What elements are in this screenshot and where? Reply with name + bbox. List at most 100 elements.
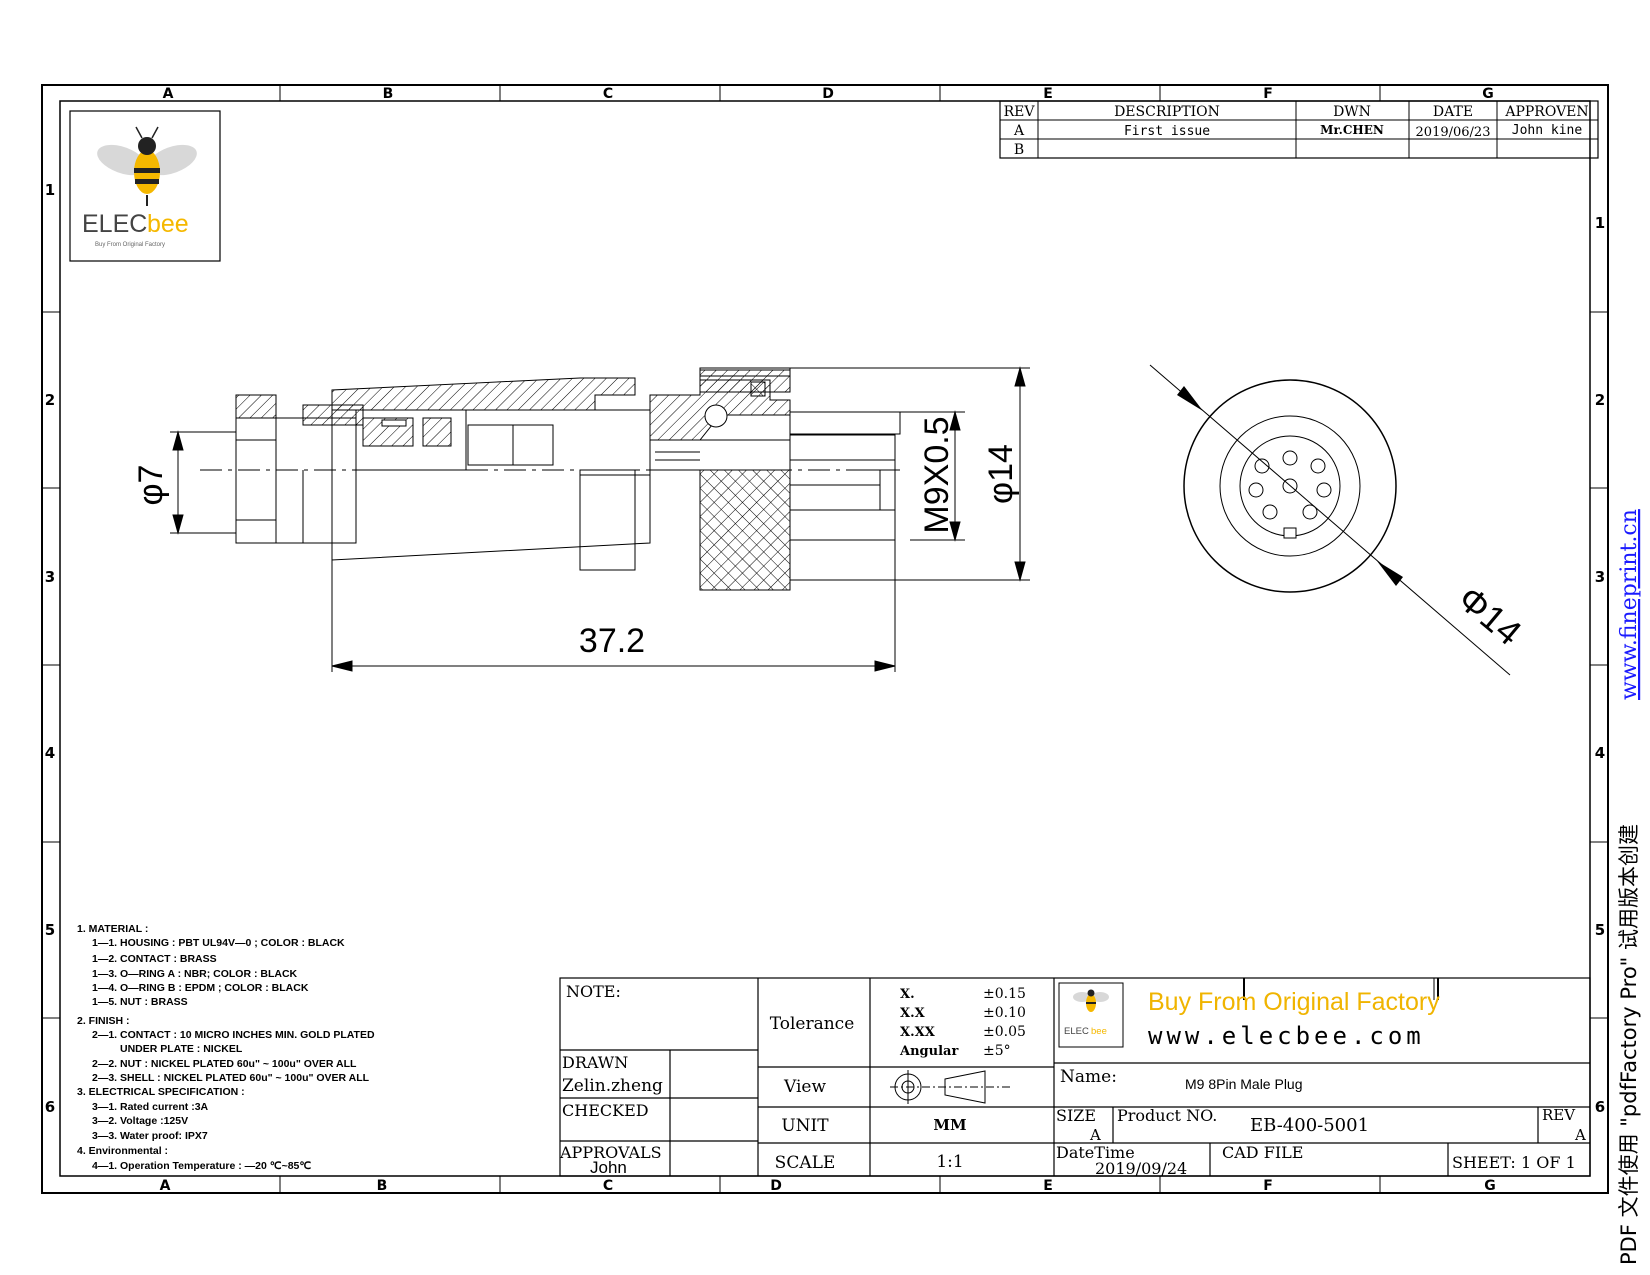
col-label: A <box>163 86 174 102</box>
tolerance-key: X.X <box>900 1006 926 1021</box>
projection-symbol-icon <box>890 1070 1010 1104</box>
note-line: 4. Environmental : <box>77 1145 168 1157</box>
tolerance-value: ±0.10 <box>983 1005 1026 1021</box>
size-label: SIZE <box>1056 1106 1096 1125</box>
note-line: 1. MATERIAL : <box>77 923 148 935</box>
note-line: 1—5. NUT : BRASS <box>92 996 188 1008</box>
row-dividers <box>42 311 1608 1019</box>
dim-diameter-14-label: φ14 <box>982 444 1020 504</box>
col-label: C <box>603 86 613 102</box>
rev-header: DWN <box>1333 104 1371 120</box>
col-label: B <box>383 86 394 102</box>
col-label: E <box>1043 1178 1053 1194</box>
contact-pins <box>1248 450 1332 520</box>
name-label: Name: <box>1060 1067 1117 1087</box>
scale-value: 1:1 <box>936 1152 963 1172</box>
rev-cell: First issue <box>1124 124 1210 139</box>
rev-cell: A <box>1013 123 1025 139</box>
col-label: G <box>1482 86 1494 102</box>
row-label: 2 <box>45 391 55 409</box>
dim-thread-label: M9X0.5 <box>918 416 956 533</box>
title-block <box>559 977 1591 1177</box>
bee-icon <box>1073 989 1109 1012</box>
row-labels-right: 1 2 3 4 5 6 <box>1595 214 1605 1116</box>
note-line: 3—2. Voltage :125V <box>92 1115 188 1127</box>
note-line: 2—3. SHELL : NICKEL PLATED 60u" ~ 100u" … <box>92 1072 370 1084</box>
column-labels-top: A B C D E F G <box>163 86 1494 102</box>
rev-cell: B <box>1014 142 1024 158</box>
approvals-label: APPROVALS <box>559 1143 662 1162</box>
row-label: 5 <box>1595 921 1605 939</box>
dim-length-label: 37.2 <box>579 622 645 660</box>
company-logo: ELEC bee Buy From Original Factory <box>69 110 221 262</box>
col-label: E <box>1043 86 1053 102</box>
note-line: 3—3. Water proof: IPX7 <box>92 1130 208 1142</box>
tolerance-key: X. <box>900 987 915 1002</box>
row-label: 6 <box>1595 1098 1605 1116</box>
logo-brand-prefix: ELEC <box>82 210 147 238</box>
unit-value: MM <box>933 1116 966 1134</box>
dimension-labels: φ7 M9X0.5 φ14 37.2 <box>132 416 1020 660</box>
note-line: 1—1. HOUSING : PBT UL94V—0 ; COLOR : BLA… <box>92 937 345 949</box>
note-line: 2—2. NUT : NICKEL PLATED 60u" ~ 100u" OV… <box>92 1058 357 1070</box>
col-label: D <box>770 1178 782 1194</box>
datetime-label: DateTime <box>1056 1143 1135 1162</box>
col-label: D <box>822 86 834 102</box>
drawn-value: Zelin.zheng <box>562 1076 663 1096</box>
tolerance-value: ±5° <box>983 1043 1011 1059</box>
rev-header: DATE <box>1433 104 1473 120</box>
spec-notes: 1. MATERIAL : 1—1. HOUSING : PBT UL94V—0… <box>77 923 375 1172</box>
sheet-label: SHEET: <box>1452 1153 1516 1172</box>
col-label: G <box>1484 1178 1496 1194</box>
row-label: 1 <box>45 181 55 199</box>
note-label: NOTE: <box>566 982 621 1001</box>
logo-tagline: Buy From Original Factory <box>95 242 165 248</box>
dim-face-diameter-label: Φ14 <box>1451 578 1530 654</box>
tolerance-value: ±0.15 <box>983 986 1026 1002</box>
note-line: 1—4. O—RING B : EPDM ; COLOR : BLACK <box>92 982 309 994</box>
checked-label: CHECKED <box>562 1101 649 1120</box>
row-label: 4 <box>1595 744 1605 762</box>
revision-table: REV DESCRIPTION DWN DATE APPROVEN A Firs… <box>999 100 1599 159</box>
row-label: 6 <box>45 1098 55 1116</box>
rev-cell: Mr.CHEN <box>1320 123 1384 137</box>
product-no-label: Product NO. <box>1117 1106 1217 1125</box>
row-labels-left: 1 2 3 4 5 6 <box>45 181 55 1116</box>
datetime-value: 2019/09/24 <box>1095 1159 1187 1178</box>
cad-file-label: CAD FILE <box>1222 1143 1303 1162</box>
row-label: 3 <box>1595 568 1605 586</box>
col-label: F <box>1263 1178 1273 1194</box>
rev-cell: John kine <box>1512 123 1583 138</box>
note-line: 1—3. O—RING A : NBR; COLOR : BLACK <box>92 968 298 980</box>
note-line: 3. ELECTRICAL SPECIFICATION : <box>77 1086 245 1098</box>
approvals-value: John <box>590 1158 627 1177</box>
row-label: 4 <box>45 744 55 762</box>
logo-brand-suffix: bee <box>147 210 189 238</box>
col-label: B <box>377 1178 388 1194</box>
website: www.elecbee.com <box>1148 1022 1425 1050</box>
tolerance-label: Tolerance <box>770 1014 855 1034</box>
watermark-text: PDF 文件使用 "pdfFactory Pro" 试用版本创建 <box>1617 824 1641 1265</box>
row-label: 2 <box>1595 391 1605 409</box>
row-label: 1 <box>1595 214 1605 232</box>
col-label: C <box>603 1178 613 1194</box>
pdf-watermark: www.fineprint.cn PDF 文件使用 "pdfFactory Pr… <box>1617 509 1642 1265</box>
rev-cell: 2019/06/23 <box>1416 125 1491 140</box>
tolerance-value: ±0.05 <box>983 1024 1026 1040</box>
drawn-label: DRAWN <box>562 1053 628 1072</box>
dim-diameter-7-label: φ7 <box>132 465 170 506</box>
slogan: Buy From Original Factory <box>1148 988 1440 1016</box>
tolerance-key: Angular <box>899 1044 958 1059</box>
watermark-link: www.fineprint.cn <box>1617 509 1642 700</box>
name-value: M9 8Pin Male Plug <box>1185 1076 1303 1092</box>
rev-label: REV <box>1542 1106 1576 1124</box>
connector-side-view <box>200 367 965 591</box>
rev-header: REV <box>1004 104 1036 120</box>
title-block-text: NOTE: DRAWN Zelin.zheng CHECKED APPROVAL… <box>559 982 1586 1178</box>
sheet-value: 1 OF 1 <box>1521 1153 1576 1172</box>
note-line: 4—1. Operation Temperature : —20 ℃~85℃ <box>92 1160 311 1172</box>
note-line: UNDER PLATE : NICKEL <box>120 1043 243 1055</box>
product-no-value: EB-400-5001 <box>1250 1115 1369 1136</box>
rev-header: APPROVEN <box>1504 104 1588 120</box>
